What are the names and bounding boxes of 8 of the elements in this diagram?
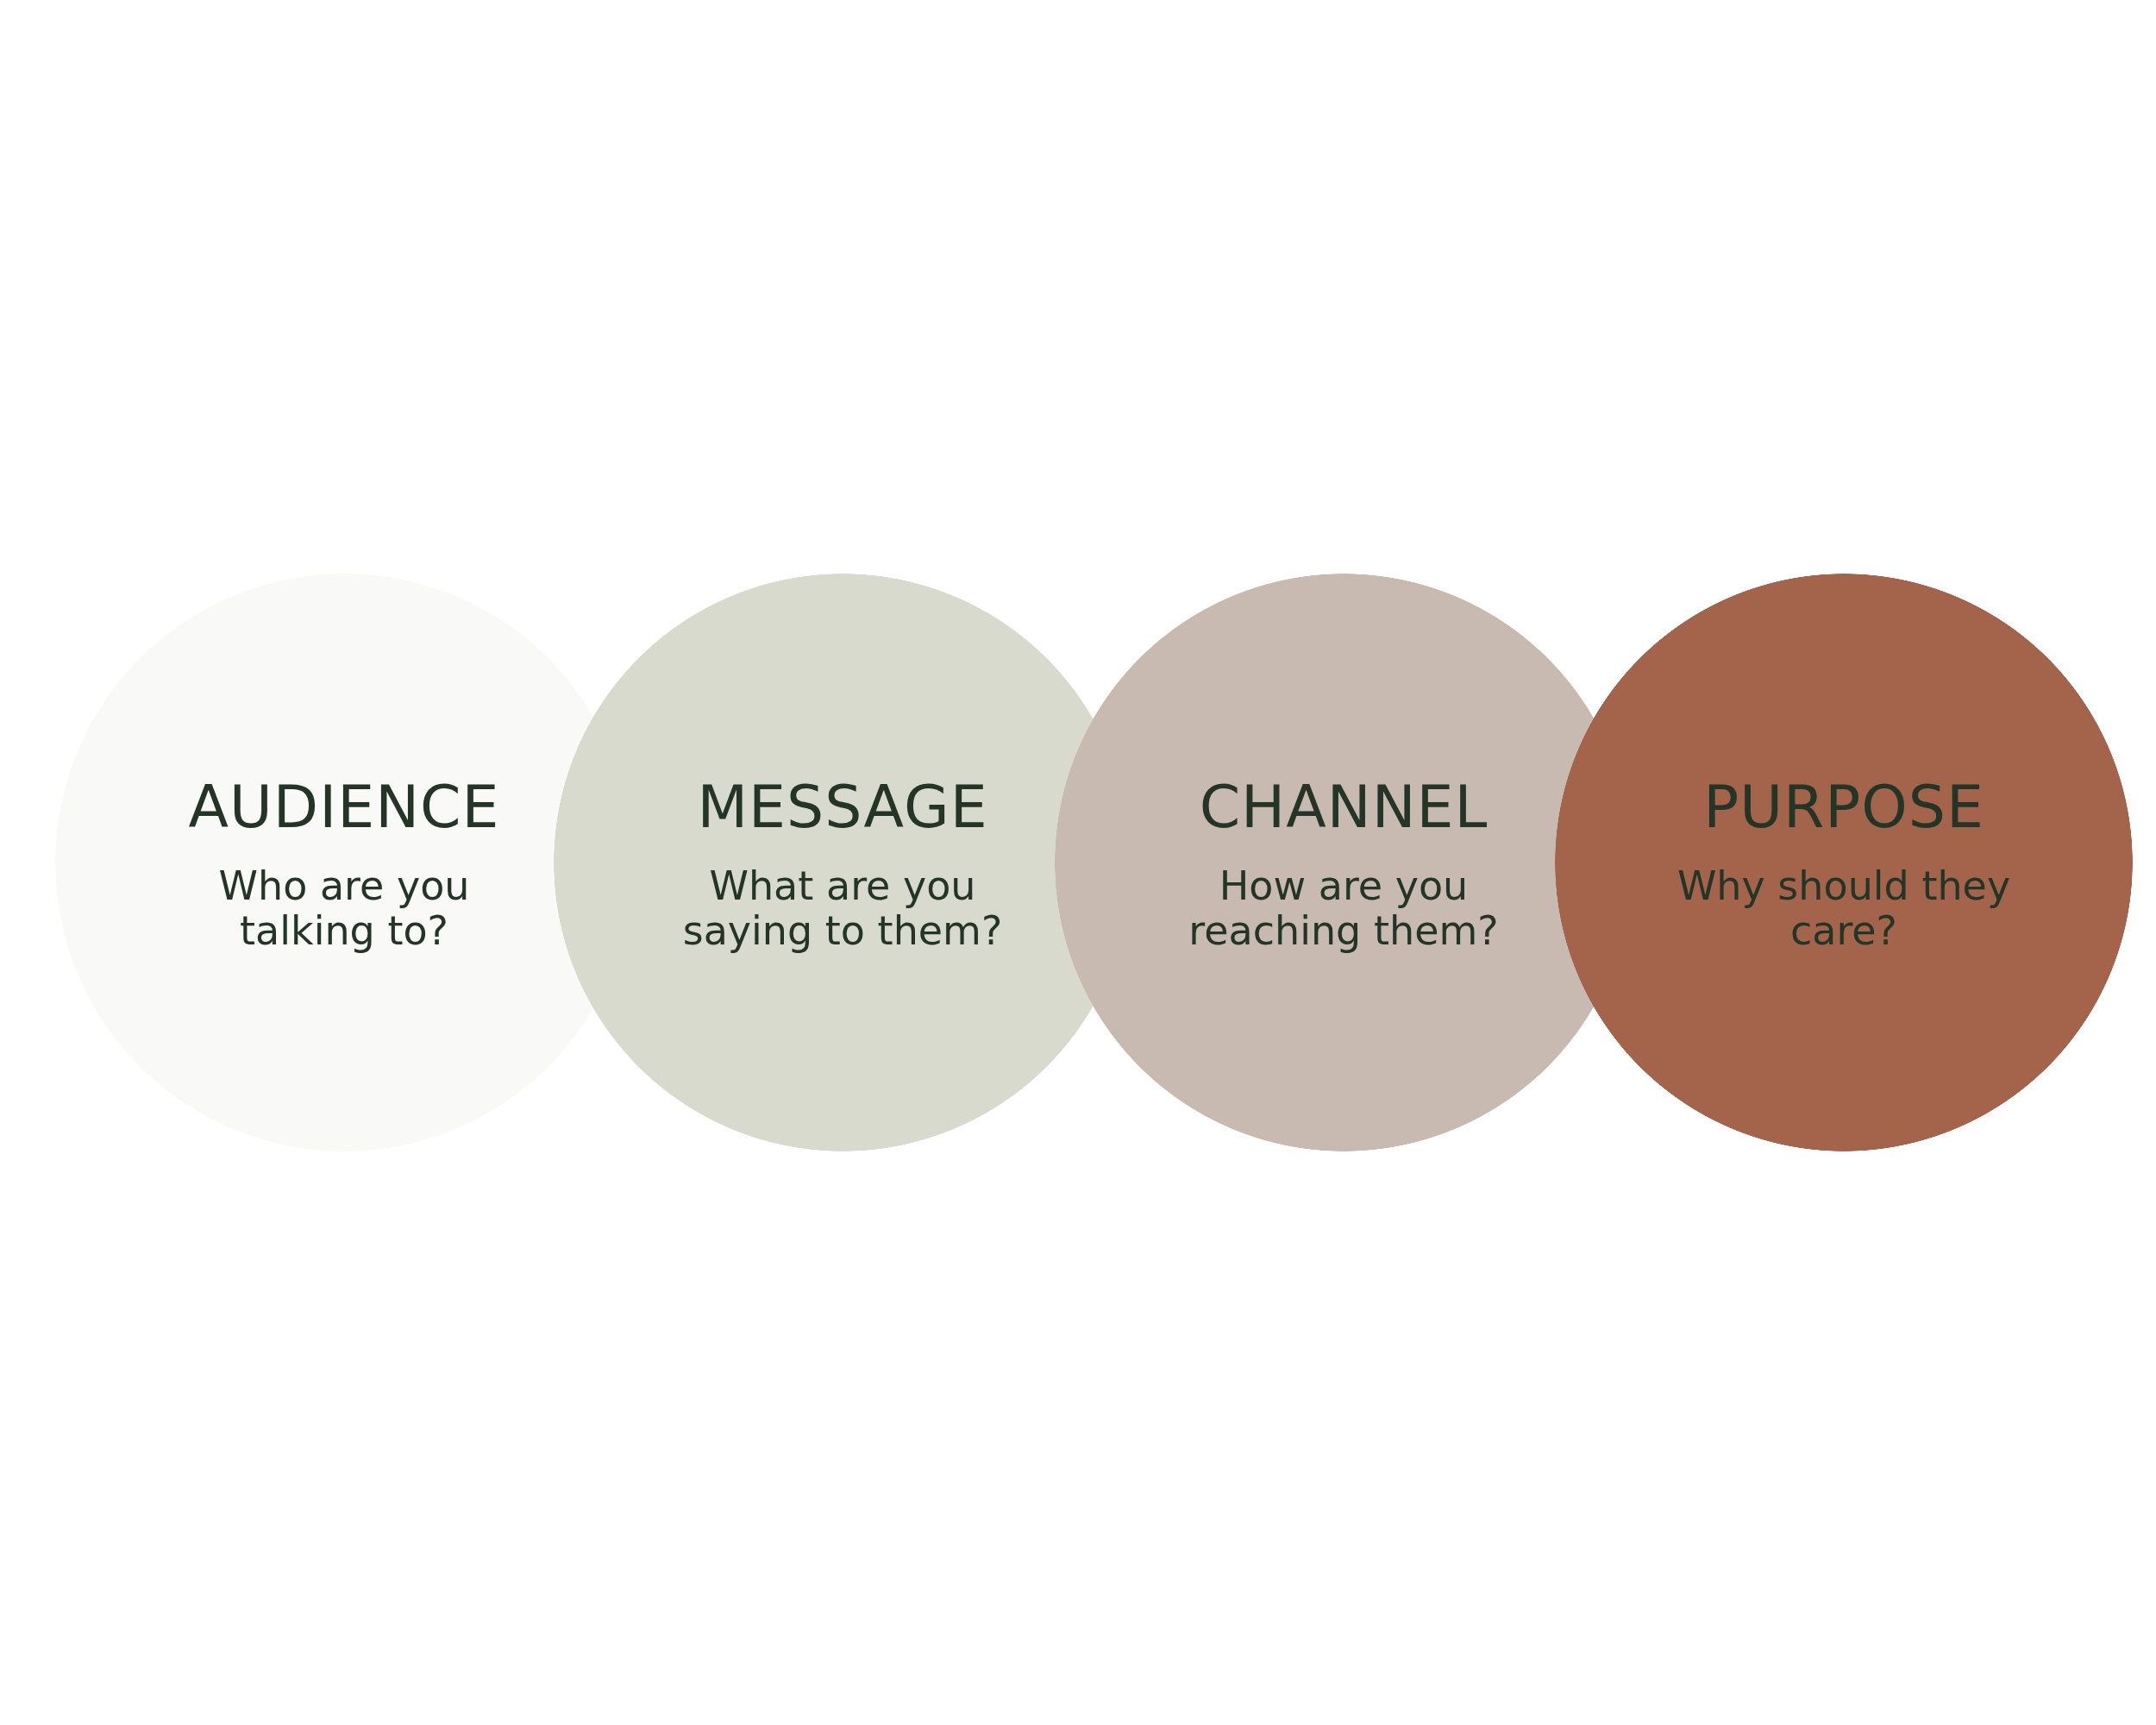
circle-question: How are you reaching them? <box>1188 862 1500 953</box>
circle-question: What are you saying to them? <box>681 862 1004 953</box>
circle-question: Why should they care? <box>1676 862 2012 953</box>
circle-title: AUDIENCE <box>188 772 500 841</box>
circle-title: MESSAGE <box>697 772 988 841</box>
circle-question: Who are you talking to? <box>217 862 471 953</box>
circle-title: CHANNEL <box>1199 772 1489 841</box>
circle-title: PURPOSE <box>1703 772 1984 841</box>
